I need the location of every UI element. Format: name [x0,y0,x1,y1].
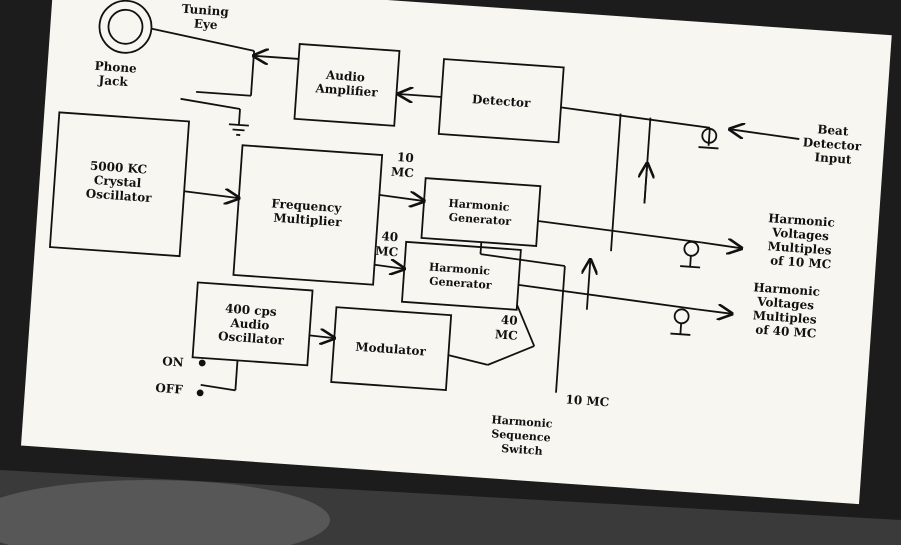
off-label: OFF [155,381,184,397]
hg40-ground-lead [680,323,681,334]
diagram-panel [21,0,892,504]
harmonic-generator-40-label: Harmonic Generator [428,261,495,292]
harmonic-voltages-40-label: Harmonic Voltages Multiples of 40 MC [750,280,825,341]
off-contact [197,390,202,395]
panel-card [21,0,892,504]
harmonic-voltages-10-label: Harmonic Voltages Multiples of 10 MC [765,211,840,272]
on-contact [200,360,205,365]
hg10-ground-lead [690,256,691,267]
frequency-multiplier-label: Frequency Multiplier [270,196,346,229]
ground-bar2 [233,130,245,131]
on-label: ON [162,354,184,369]
harmonic-generator-10-label: Harmonic Generator [447,197,514,228]
hg10-tap [480,242,481,254]
crystal-oscillator-label: 5000 KC Crystal Oscillator [85,159,154,206]
ground-drop [239,109,240,125]
